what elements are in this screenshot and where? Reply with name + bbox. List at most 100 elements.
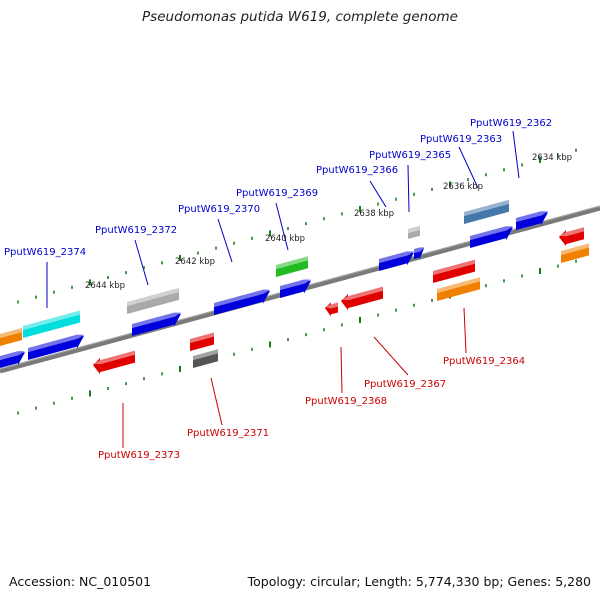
gene-top	[132, 312, 181, 328]
gene-body	[470, 227, 513, 248]
gene-label: PputW619_2372	[95, 225, 177, 236]
gene-body	[464, 203, 509, 224]
gene-top	[408, 225, 420, 233]
gene-label: PputW619_2371	[187, 428, 269, 439]
gene-label: PputW619_2370	[178, 204, 260, 215]
gene-top	[341, 286, 383, 301]
leader-line	[407, 164, 410, 213]
gene-features	[0, 199, 589, 375]
gene-body	[341, 290, 383, 311]
gene-feature	[132, 312, 181, 336]
gene-feature	[437, 277, 480, 301]
gene-label: PputW619_2367	[364, 379, 446, 390]
gene-body	[190, 336, 214, 351]
gene-feature	[28, 334, 84, 360]
gene-feature	[193, 349, 218, 368]
gene-top	[214, 289, 270, 307]
leader-line	[134, 239, 149, 286]
tick-label: 2634 kbp	[532, 153, 572, 163]
gene-body	[214, 290, 270, 315]
gene-body	[0, 352, 25, 368]
page-title: Pseudomonas putida W619, complete genome	[142, 9, 458, 25]
gene-body	[0, 332, 22, 346]
gene-feature	[276, 256, 308, 277]
gene-body	[408, 229, 420, 239]
gene-label: PputW619_2373	[98, 450, 180, 461]
gene-label: PputW619_2366	[316, 165, 398, 176]
gene-body	[127, 291, 179, 314]
gene-top	[0, 351, 25, 360]
gene-body	[193, 353, 218, 368]
tick-label: 2644 kbp	[85, 281, 125, 291]
gene-body	[28, 335, 84, 360]
tick-label: 2638 kbp	[354, 209, 394, 219]
gene-feature	[280, 279, 311, 298]
gene-body	[561, 247, 589, 263]
gene-label: PputW619_2365	[369, 150, 451, 161]
gene-feature	[23, 310, 80, 338]
gene-feature	[433, 259, 475, 283]
gene-label: PputW619_2363	[420, 134, 502, 145]
tick-label: 2640 kbp	[265, 234, 305, 244]
gene-body	[23, 314, 80, 338]
gene-feature	[0, 328, 22, 346]
gene-feature	[561, 243, 589, 263]
gene-top	[23, 310, 80, 330]
leader-line	[210, 377, 223, 426]
leader-line	[275, 202, 289, 251]
leader-line	[458, 146, 479, 189]
gene-top	[470, 226, 513, 240]
gene-labels: PputW619_2374 PputW619_2372 PputW619_237…	[4, 118, 552, 461]
leader-line	[217, 218, 233, 263]
leader-line	[373, 336, 409, 376]
gene-body	[414, 248, 424, 260]
gene-top	[28, 334, 84, 352]
leader-line	[512, 130, 520, 179]
gene-top	[379, 251, 414, 263]
gene-top	[276, 256, 308, 269]
gene-body	[93, 354, 135, 375]
tick-label: 2642 kbp	[175, 257, 215, 267]
gene-top	[437, 277, 480, 293]
gene-body	[280, 280, 311, 298]
leader-line	[369, 180, 387, 208]
gene-feature	[0, 351, 25, 368]
gene-feature	[214, 289, 270, 315]
tick-labels: 2644 kbp 2642 kbp 2640 kbp 2638 kbp 2636…	[85, 153, 572, 291]
leader-line	[340, 346, 343, 394]
gene-body	[379, 252, 414, 271]
gene-feature	[190, 332, 214, 351]
gene-top	[325, 302, 338, 309]
gene-label: PputW619_2369	[236, 188, 318, 199]
label-leaders	[46, 130, 520, 448]
gene-body	[516, 212, 548, 230]
gene-feature	[470, 226, 513, 248]
gene-top	[280, 279, 311, 290]
tick-marks	[17, 148, 577, 415]
leader-line	[463, 307, 467, 354]
gene-feature	[516, 211, 548, 230]
gene-feature	[414, 247, 424, 260]
gene-top	[0, 328, 22, 338]
gene-body	[433, 263, 475, 283]
accession-label: Accession: NC_010501	[9, 574, 152, 589]
gene-feature	[341, 286, 383, 311]
gene-body	[437, 281, 480, 301]
gene-label: PputW619_2362	[470, 118, 552, 129]
gene-feature	[408, 225, 420, 239]
gene-top	[190, 332, 214, 343]
gene-top	[127, 287, 179, 306]
gene-top	[414, 247, 424, 253]
gene-feature	[93, 350, 135, 375]
gene-label: PputW619_2364	[443, 356, 525, 367]
gene-top	[561, 243, 589, 255]
gene-body	[132, 313, 181, 336]
gene-top	[193, 349, 218, 360]
gene-feature	[464, 199, 509, 224]
tick-label: 2636 kbp	[443, 182, 483, 192]
gene-feature	[325, 302, 338, 317]
gene-top	[93, 350, 135, 365]
gene-feature	[559, 227, 584, 247]
gene-feature	[379, 251, 414, 271]
